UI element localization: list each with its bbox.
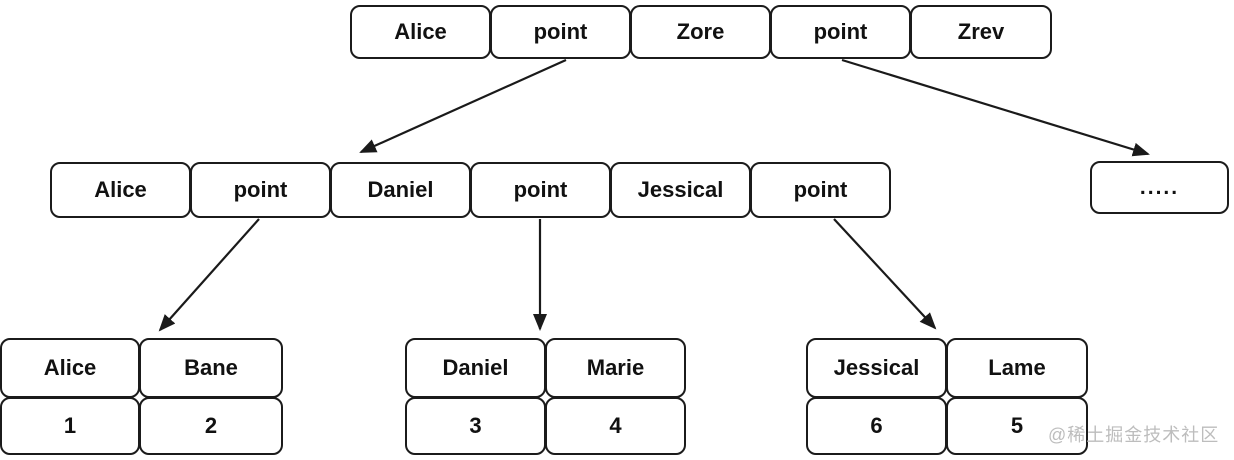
internal-node-cell-key-daniel: Daniel — [330, 162, 471, 218]
internal-node-cell-key-jessical: Jessical — [610, 162, 751, 218]
root-node-cell-key-zore: Zore — [630, 5, 771, 59]
leaf2-name-cell: Daniel — [405, 338, 546, 398]
leaf1-name-cell: Bane — [139, 338, 283, 398]
root-node-cell-key-zrev: Zrev — [910, 5, 1052, 59]
root-node-cell-pointer-1: point — [490, 5, 631, 59]
arrow-internal-to-leaf-1 — [158, 218, 260, 332]
root-node-cell-key-alice: Alice — [350, 5, 491, 59]
internal-node-cell-key-alice: Alice — [50, 162, 191, 218]
leaf2-name-cell: Marie — [545, 338, 686, 398]
leaf3-value-cell: 6 — [806, 397, 947, 455]
leaf1-value-cell: 2 — [139, 397, 283, 455]
juejin-watermark: @稀土掘金技术社区 — [1048, 425, 1220, 445]
ellipsis-node: ..... — [1090, 161, 1229, 214]
internal-node-cell-pointer-1: point — [190, 162, 331, 218]
arrow-root-to-ellipsis — [841, 58, 1150, 157]
internal-node-cell-pointer-2: point — [470, 162, 611, 218]
leaf3-name-cell: Jessical — [806, 338, 947, 398]
arrow-internal-to-leaf-3 — [833, 218, 937, 330]
leaf1-value-cell: 1 — [0, 397, 140, 455]
leaf2-value-cell: 4 — [545, 397, 686, 455]
internal-node-cell-pointer-3: point — [750, 162, 891, 218]
leaf3-name-cell: Lame — [946, 338, 1088, 398]
arrow-root-to-internal — [359, 58, 567, 154]
leaf1-name-cell: Alice — [0, 338, 140, 398]
root-node-cell-pointer-2: point — [770, 5, 911, 59]
leaf2-value-cell: 3 — [405, 397, 546, 455]
leaf3-value-cell: 5 — [946, 397, 1088, 455]
